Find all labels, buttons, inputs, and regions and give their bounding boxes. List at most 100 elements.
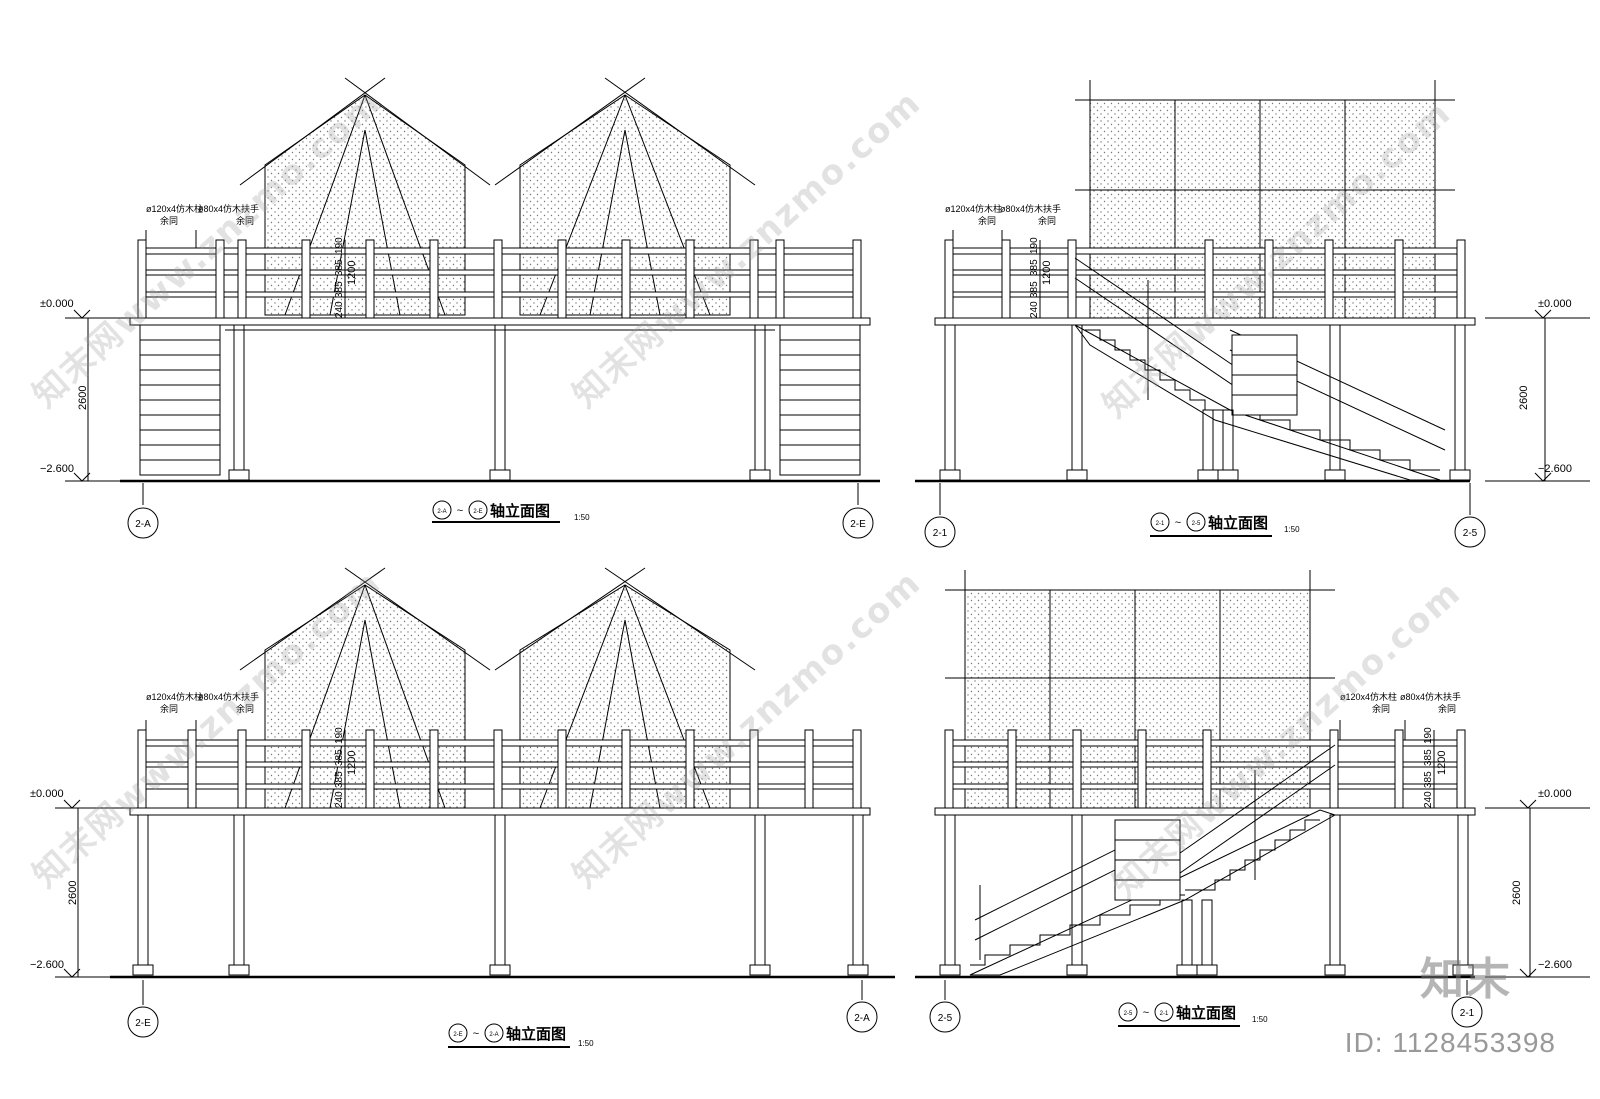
rail-dim-1: 240 [1029,301,1040,318]
title-axis-from: 2-5 [1124,1011,1133,1017]
deck-railing [137,729,862,809]
rail-dim-4: 190 [334,237,345,254]
svg-text:~: ~ [473,1028,479,1040]
note-rail-sub: 余同 [1438,703,1456,714]
height-dimension: 2600 [1518,386,1530,410]
tent-canopy-left [239,77,491,316]
rail-dim-3: 385 [1423,749,1434,766]
rail-dim-1: 240 [334,791,345,808]
rail-dim-4: 190 [1029,237,1040,254]
support-columns [939,814,1474,976]
note-post: ø120x4仿木柱 [146,203,203,214]
note-rail: ø80x4仿木扶手 [198,691,259,702]
deck-railing [137,239,862,319]
elevation-bottom: −2.600 [1538,959,1572,971]
axis-label-left: 2-1 [933,528,948,539]
elevation-top: ±0.000 [40,298,74,310]
stair-run [969,744,1337,976]
view-scale: 1:50 [574,513,590,522]
stair-run [1074,257,1446,481]
title-axis-from: 2-A [437,509,446,515]
height-dimension: 2600 [1511,881,1523,905]
elevation-view-2 [915,80,1590,548]
note-rail-sub: 余同 [236,215,254,226]
view-title: 轴立面图 [490,502,550,520]
view-title: 轴立面图 [506,1025,566,1043]
view-scale: 1:50 [578,1039,594,1048]
view-title: 轴立面图 [1208,514,1268,532]
note-post: ø120x4仿木柱 [146,691,203,702]
elevation-view-1 [65,77,880,539]
note-post: ø120x4仿木柱 [945,203,1002,214]
rail-height-dimension: 1200 [346,261,358,285]
note-post-sub: 余同 [160,215,178,226]
stair-right [779,324,861,476]
title-axis-from: 2-E [453,1032,462,1038]
rail-dim-3: 385 [1029,259,1040,276]
svg-text:~: ~ [457,505,463,517]
view-scale: 1:50 [1252,1015,1268,1024]
tent-canopy-right [494,77,756,316]
support-columns [228,324,771,481]
axis-label-right: 2-E [850,519,866,530]
deck-railing [944,729,1466,809]
rail-height-dimension: 1200 [346,751,358,775]
deck-slab [934,807,1476,816]
rail-height-dimension: 1200 [1041,261,1053,285]
title-axis-to: 2-5 [1192,521,1201,527]
note-post-sub: 余同 [160,703,178,714]
axis-label-left: 2-5 [938,1013,953,1024]
rail-dim-2: 385 [1423,771,1434,788]
rail-dim-2: 385 [334,771,345,788]
elevation-view-4 [915,570,1590,1033]
elevation-bottom: −2.600 [1538,463,1572,475]
rail-dim-3: 385 [334,259,345,276]
view-scale: 1:50 [1284,525,1300,534]
note-rail: ø80x4仿木扶手 [1000,203,1061,214]
elevation-bottom: −2.600 [30,959,64,971]
brand-logo: 知末 [1420,954,1512,1005]
support-columns [132,814,869,976]
svg-text:~: ~ [1143,1007,1149,1019]
rail-height-dimension: 1200 [1436,751,1448,775]
title-axis-to: 2-A [489,1032,498,1038]
title-axis-to: 2-E [473,509,482,515]
elevation-bottom: −2.600 [40,463,74,475]
rail-dim-1: 240 [334,301,345,318]
elevation-view-3 [55,567,895,1038]
height-dimension: 2600 [67,881,79,905]
note-post-sub: 余同 [978,215,996,226]
tent-canopy-left [239,567,491,809]
svg-text:~: ~ [1175,517,1181,529]
deck-slab [129,317,871,326]
deck-slab [934,317,1476,326]
axis-label-right: 2-1 [1460,1008,1475,1019]
axis-label-right: 2-A [854,1013,870,1024]
axis-label-right: 2-5 [1463,528,1478,539]
deck-slab [129,807,871,816]
elevation-top: ±0.000 [1538,298,1572,310]
rail-dim-1: 240 [1423,791,1434,808]
axis-label-left: 2-E [135,1018,151,1029]
elevation-top: ±0.000 [30,788,64,800]
asset-id: ID: 1128453398 [1344,1027,1556,1058]
note-rail-sub: 余同 [236,703,254,714]
height-dimension: 2600 [77,386,89,410]
stair-left [139,324,221,476]
title-axis-from: 2-1 [1156,521,1165,527]
note-post-sub: 余同 [1372,703,1390,714]
tent-canopy-right [494,567,756,809]
rail-dim-2: 385 [1029,281,1040,298]
title-axis-to: 2-1 [1160,1011,1169,1017]
rail-dim-3: 385 [334,749,345,766]
rail-dim-2: 385 [334,281,345,298]
view-title: 轴立面图 [1176,1004,1236,1022]
note-rail-sub: 余同 [1038,215,1056,226]
elevation-top: ±0.000 [1538,788,1572,800]
note-post: ø120x4仿木柱 [1340,691,1397,702]
axis-label-left: 2-A [135,519,151,530]
rail-dim-4: 190 [1423,727,1434,744]
note-rail: ø80x4仿木扶手 [198,203,259,214]
rail-dim-4: 190 [334,727,345,744]
